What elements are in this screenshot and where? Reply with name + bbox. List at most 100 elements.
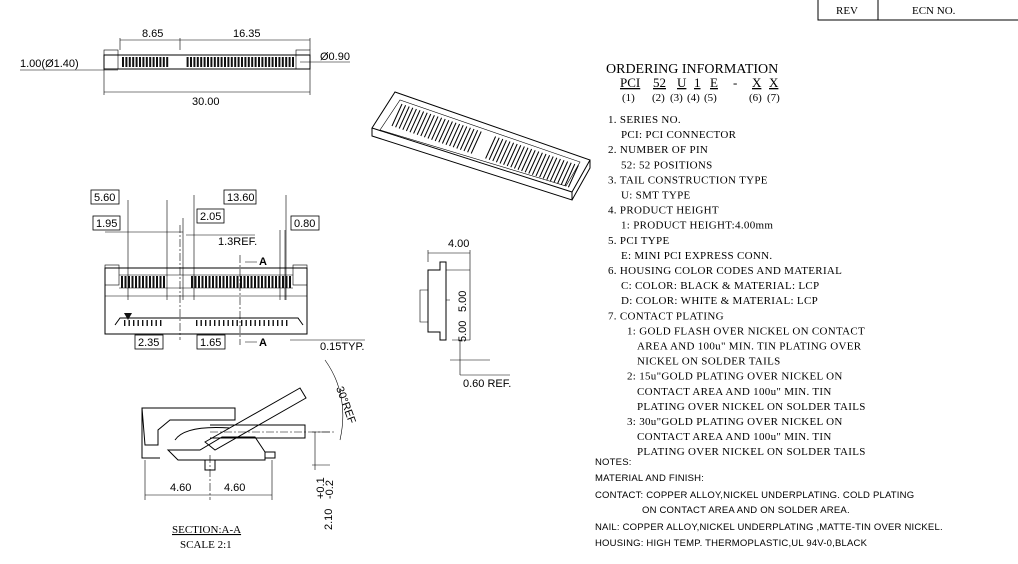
- contact-pin: [152, 57, 155, 67]
- contact-pin: [200, 57, 203, 67]
- solder-tail: [218, 320, 220, 326]
- rev-label: REV: [836, 5, 858, 17]
- ordering-line: 52: 52 POSITIONS: [621, 159, 713, 171]
- side-view: 4.00 5.00 5.00 0.60 REF.: [419, 238, 511, 390]
- dim-5-00-b: 5.00: [457, 321, 469, 342]
- angle-30-ref: 30°REF: [333, 385, 358, 426]
- contact-pin: [194, 276, 197, 288]
- solder-tail: [263, 320, 265, 326]
- dim-hole-left: 1.00(Ø1.40): [20, 58, 79, 70]
- contact-pin: [423, 115, 435, 138]
- contact-pin: [145, 276, 148, 288]
- contact-pin: [243, 276, 246, 288]
- contact-pin: [261, 57, 264, 67]
- notes-contact-2: ON CONTACT AREA AND ON SOLDER AREA.: [642, 505, 850, 516]
- ordering-line: 4. PRODUCT HEIGHT: [608, 205, 719, 217]
- solder-tail: [155, 320, 157, 326]
- solder-tail: [160, 320, 162, 326]
- contact-pin: [205, 276, 207, 288]
- code-part: X: [769, 75, 779, 90]
- section-a-bottom: A: [259, 337, 267, 349]
- contact-pin: [564, 163, 576, 187]
- ordering-line: 7. CONTACT PLATING: [608, 310, 724, 322]
- contact-pin: [125, 57, 128, 67]
- contact-pin: [121, 276, 123, 288]
- ordering-line: AREA AND 100u" MIN. TIN PLATING OVER: [637, 341, 862, 353]
- contact-pin: [254, 276, 256, 288]
- contact-pin: [275, 276, 277, 288]
- contact-pin: [247, 276, 249, 288]
- contact-pin: [268, 276, 270, 288]
- contact-pin: [159, 276, 162, 288]
- contact-pin: [531, 152, 543, 175]
- code-index: (2): [652, 92, 665, 104]
- solder-tail: [128, 320, 130, 326]
- contact-pin: [271, 276, 274, 288]
- contact-pin: [219, 276, 221, 288]
- solder-tail: [259, 320, 261, 326]
- contact-pin: [492, 138, 504, 162]
- contact-pin: [402, 107, 414, 130]
- contact-pin: [186, 57, 189, 67]
- contact-pin: [159, 57, 162, 67]
- contact-pin: [553, 160, 565, 183]
- contact-pin: [470, 131, 482, 154]
- tol-minus: -0.2: [324, 480, 336, 499]
- dim-4-60-left: 4.60: [170, 482, 191, 494]
- contact-pin: [163, 276, 165, 288]
- contact-pin: [542, 156, 554, 179]
- contact-pin: [560, 162, 572, 185]
- contact-pin: [203, 57, 206, 67]
- code-part: 1: [694, 75, 701, 90]
- code-index: (6): [749, 92, 762, 104]
- contact-pin: [128, 276, 130, 288]
- code-index: (4): [687, 92, 700, 104]
- solder-tail: [281, 320, 283, 326]
- contact-pin: [257, 276, 260, 288]
- code-part: X: [752, 75, 762, 90]
- notes: NOTES: MATERIAL AND FINISH: CONTACT: COP…: [595, 457, 943, 549]
- contact-pin: [128, 57, 131, 67]
- contact-pin: [420, 113, 432, 137]
- solder-tail: [272, 320, 274, 326]
- contact-pin: [215, 276, 218, 288]
- contact-pin: [391, 103, 403, 127]
- dim-30-00: 30.00: [192, 96, 220, 108]
- solder-tail: [236, 320, 238, 326]
- ordering-line: U: SMT TYPE: [621, 190, 691, 202]
- ordering-line: PLATING OVER NICKEL ON SOLDER TAILS: [637, 401, 866, 413]
- dim-1-3-ref: 1.3REF.: [218, 236, 257, 248]
- tol-plus: +0.1: [315, 477, 327, 499]
- notes-housing: HOUSING: HIGH TEMP. THERMOPLASTIC,UL 94V…: [595, 538, 868, 549]
- dim-1-65: 1.65: [200, 337, 221, 349]
- contact-pin: [258, 57, 260, 67]
- contact-pin: [247, 57, 250, 67]
- contact-pin: [220, 57, 223, 67]
- contact-pin: [207, 57, 209, 67]
- contact-pin: [264, 276, 267, 288]
- contact-pin: [434, 118, 446, 142]
- contact-pin: [145, 57, 148, 67]
- solder-tail: [200, 320, 202, 326]
- contact-pin: [122, 57, 124, 67]
- contact-pin: [132, 57, 135, 67]
- contact-pin: [210, 57, 213, 67]
- contact-pin: [149, 276, 151, 288]
- dim-8-65: 8.65: [142, 28, 163, 40]
- contact-pin: [535, 153, 547, 177]
- contact-pin: [222, 276, 225, 288]
- solder-tail: [209, 320, 211, 326]
- pin1-marker-icon: [124, 313, 132, 320]
- contact-pin: [213, 57, 216, 67]
- solder-tail: [133, 320, 135, 326]
- contact-pin: [240, 276, 242, 288]
- contact-pin: [289, 276, 291, 288]
- dim-16-35: 16.35: [233, 28, 261, 40]
- contact-pin: [499, 141, 511, 164]
- code-part: PCI: [620, 75, 640, 90]
- dim-2-05: 2.05: [200, 211, 221, 223]
- code-index: (1): [622, 92, 635, 104]
- contact-pin: [524, 150, 536, 173]
- contact-pin: [513, 146, 525, 169]
- contact-pin: [506, 143, 518, 167]
